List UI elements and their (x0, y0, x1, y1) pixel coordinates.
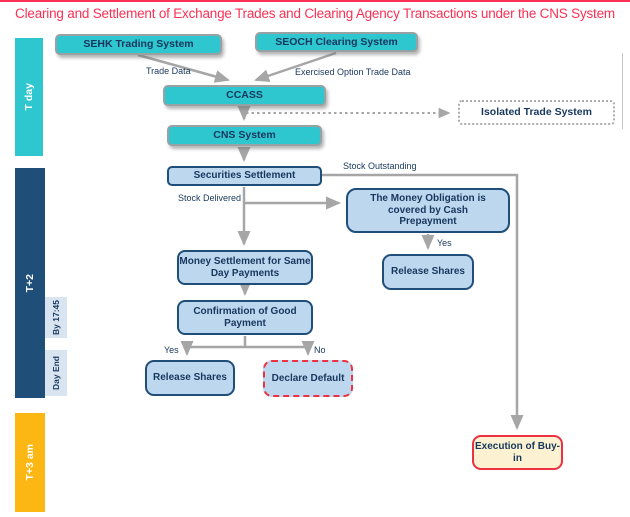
edge-label-yes-prepayment: Yes (437, 238, 452, 248)
timeline-t-plus-3-am: T+3 am (15, 413, 45, 512)
right-edge-line (622, 53, 623, 129)
node-ccass: CCASS (163, 85, 326, 106)
edge-label-yes-payment: Yes (164, 345, 179, 355)
timeline-day-end-label: Day End (51, 355, 61, 390)
node-release-shares-payment: Release Shares (145, 360, 235, 396)
edge-label-trade-data: Trade Data (146, 66, 191, 76)
top-accent-line (0, 0, 630, 2)
timeline-by-1745-label: By 17:45 (51, 300, 61, 335)
edge-label-exercised-option: Exercised Option Trade Data (295, 67, 411, 77)
node-securities-settlement: Securities Settlement (167, 166, 322, 186)
timeline-t-plus-2-label: T+2 (24, 273, 36, 293)
node-declare-default: Declare Default (263, 360, 353, 397)
timeline-t-day: T day (15, 38, 43, 156)
node-confirmation-good-payment: Confirmation of Good Payment (177, 300, 313, 335)
node-release-shares-prepayment: Release Shares (382, 254, 474, 290)
edge-label-stock-outstanding: Stock Outstanding (343, 161, 417, 171)
node-sehk-trading-system: SEHK Trading System (55, 34, 222, 55)
node-execution-of-buy-in: Execution of Buy-in (472, 435, 563, 470)
node-seoch-clearing-system: SEOCH Clearing System (255, 32, 418, 52)
edge-confirmation-split (187, 336, 308, 349)
node-isolated-trade-system: Isolated Trade System (458, 100, 615, 125)
node-money-obligation: The Money Obligation is covered by Cash … (346, 188, 510, 233)
edge-label-stock-delivered: Stock Delivered (178, 193, 242, 203)
timeline-by-1745: By 17:45 (45, 297, 67, 338)
edge-label-no-payment: No (314, 345, 326, 355)
node-cns-system: CNS System (167, 125, 322, 146)
timeline-t-plus-3-am-label: T+3 am (24, 444, 36, 481)
timeline-t-day-label: T day (23, 83, 35, 111)
node-money-settlement: Money Settlement for Same Day Payments (177, 250, 313, 285)
timeline-t-plus-2: T+2 (15, 168, 45, 398)
page-title: Clearing and Settlement of Exchange Trad… (15, 6, 615, 21)
timeline-day-end: Day End (45, 350, 67, 396)
